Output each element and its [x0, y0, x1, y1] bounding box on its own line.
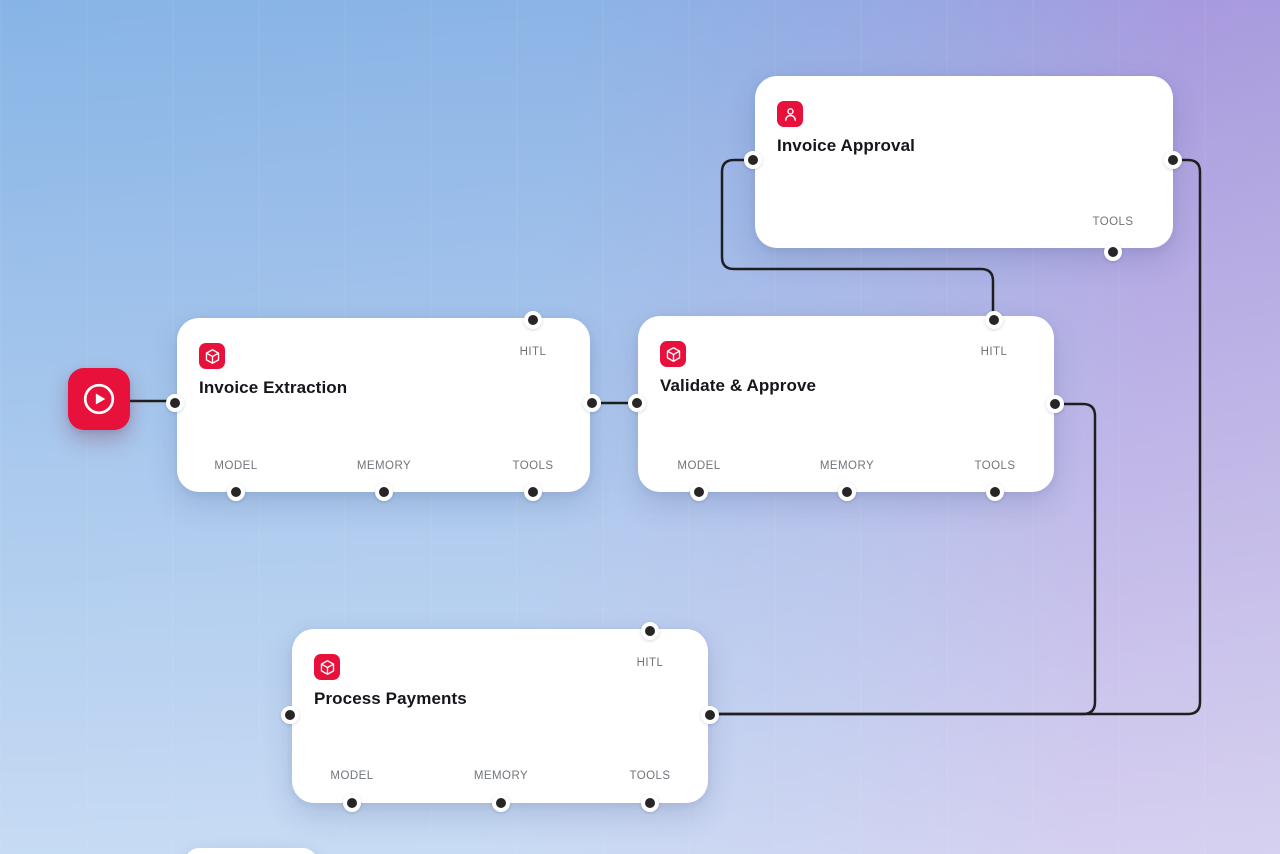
- node-partial-bottom[interactable]: [185, 848, 317, 854]
- model-port-label: MODEL: [214, 460, 258, 472]
- box-icon: [314, 654, 340, 680]
- port-payments-output[interactable]: [701, 706, 719, 724]
- port-payments-hitl[interactable]: [641, 622, 659, 640]
- tools-port-label: TOOLS: [512, 460, 554, 472]
- port-approval-tools[interactable]: [1104, 243, 1122, 261]
- tools-port-label: TOOLS: [974, 460, 1016, 472]
- port-approval-output[interactable]: [1164, 151, 1182, 169]
- node-validate-approve[interactable]: Validate & Approve HITL MODEL MEMORY TOO…: [628, 311, 1064, 501]
- node-invoice-extraction[interactable]: Invoice Extraction HITL MODEL MEMORY TOO…: [166, 311, 601, 501]
- hitl-port-label: HITL: [980, 346, 1008, 358]
- port-extraction-memory[interactable]: [375, 483, 393, 501]
- node-title: Invoice Extraction: [199, 378, 348, 397]
- port-validate-hitl[interactable]: [985, 311, 1003, 329]
- start-node[interactable]: [68, 368, 130, 430]
- model-port-label: MODEL: [330, 770, 374, 782]
- edge-approval-to-payments[interactable]: [714, 158, 1202, 716]
- tools-port-label: TOOLS: [629, 770, 671, 782]
- node-title: Invoice Approval: [777, 136, 915, 155]
- memory-port-label: MEMORY: [473, 770, 529, 782]
- port-extraction-output[interactable]: [583, 394, 601, 412]
- edge-approval-to-validate-hitl[interactable]: [720, 158, 995, 316]
- user-icon: [777, 101, 803, 127]
- port-validate-input[interactable]: [628, 394, 646, 412]
- node-process-payments[interactable]: Process Payments HITL MODEL MEMORY TOOLS: [281, 622, 719, 812]
- node-invoice-approval[interactable]: Invoice Approval TOOLS: [744, 76, 1182, 261]
- port-payments-tools[interactable]: [641, 794, 659, 812]
- box-icon: [660, 341, 686, 367]
- node-title: Validate & Approve: [660, 376, 817, 395]
- memory-port-label: MEMORY: [819, 460, 875, 472]
- port-extraction-tools[interactable]: [524, 483, 542, 501]
- edge-validate-to-payments[interactable]: [714, 402, 1097, 716]
- port-payments-model[interactable]: [343, 794, 361, 812]
- port-payments-input[interactable]: [281, 706, 299, 724]
- box-icon: [199, 343, 225, 369]
- port-extraction-input[interactable]: [166, 394, 184, 412]
- hitl-port-label: HITL: [519, 346, 547, 358]
- node-title: Process Payments: [314, 689, 467, 708]
- port-extraction-hitl[interactable]: [524, 311, 542, 329]
- port-extraction-model[interactable]: [227, 483, 245, 501]
- port-validate-memory[interactable]: [838, 483, 856, 501]
- port-validate-output[interactable]: [1046, 395, 1064, 413]
- port-validate-model[interactable]: [690, 483, 708, 501]
- port-payments-memory[interactable]: [492, 794, 510, 812]
- port-validate-tools[interactable]: [986, 483, 1004, 501]
- hitl-port-label: HITL: [636, 657, 664, 669]
- memory-port-label: MEMORY: [356, 460, 412, 472]
- model-port-label: MODEL: [677, 460, 721, 472]
- tools-port-label: TOOLS: [1092, 216, 1134, 228]
- port-approval-input[interactable]: [744, 151, 762, 169]
- play-icon: [81, 381, 117, 417]
